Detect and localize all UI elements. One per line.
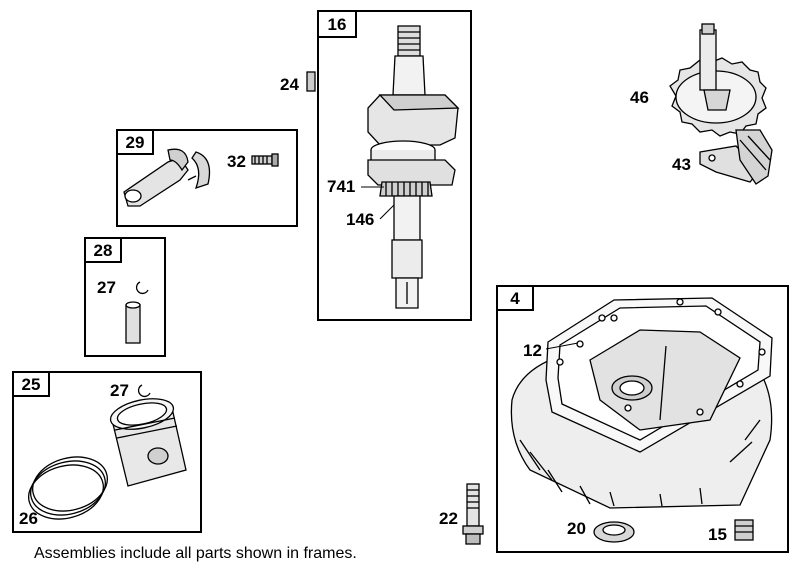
svg-text:20: 20 xyxy=(567,519,586,538)
rod-bolt-part xyxy=(251,153,279,167)
callout-15: 15 xyxy=(708,525,727,544)
callout-32: 32 xyxy=(227,152,246,171)
sump-bolt-part xyxy=(462,483,484,545)
svg-text:43: 43 xyxy=(672,155,691,174)
svg-text:22: 22 xyxy=(439,509,458,528)
callout-12: 12 xyxy=(523,341,579,360)
frame-16-number: 16 xyxy=(328,15,347,34)
svg-text:741: 741 xyxy=(327,177,355,196)
governor-part xyxy=(699,129,773,185)
callout-46: 46 xyxy=(630,88,649,107)
svg-text:46: 46 xyxy=(630,88,649,107)
frame-25: 25 xyxy=(12,371,202,533)
camshaft-part xyxy=(669,23,767,137)
svg-text:26: 26 xyxy=(19,509,38,528)
callout-43: 43 xyxy=(672,155,691,174)
svg-text:32: 32 xyxy=(227,152,246,171)
assemblies-note: Assemblies include all parts shown in fr… xyxy=(34,545,357,562)
callout-20: 20 xyxy=(567,519,586,538)
svg-text:146: 146 xyxy=(346,210,374,229)
frame-4: 4 xyxy=(496,285,789,553)
frame-29-number: 29 xyxy=(126,133,145,152)
oil-seal-part xyxy=(593,521,635,543)
svg-text:27: 27 xyxy=(97,278,116,297)
svg-text:12: 12 xyxy=(523,341,542,360)
callout-741: 741 xyxy=(327,177,384,196)
connecting-rod-part xyxy=(123,148,211,207)
svg-text:24: 24 xyxy=(280,75,299,94)
callout-22: 22 xyxy=(439,509,458,528)
callout-24: 24 xyxy=(280,75,299,94)
frame-28-number: 28 xyxy=(94,241,113,260)
frame-4-number: 4 xyxy=(510,289,520,308)
piston-part xyxy=(109,398,187,487)
svg-text:27: 27 xyxy=(110,381,129,400)
piston-pin-part xyxy=(125,301,141,344)
frame-28: 28 xyxy=(84,237,166,357)
crankshaft-part xyxy=(367,25,460,309)
crankcase-part xyxy=(510,297,773,509)
drain-plug-part xyxy=(734,519,754,541)
callout-146: 146 xyxy=(346,204,395,229)
key-part xyxy=(306,71,316,92)
svg-text:15: 15 xyxy=(708,525,727,544)
frame-16: 16 xyxy=(317,10,472,321)
callout-26: 26 xyxy=(19,509,38,528)
retaining-ring-2-part xyxy=(138,384,151,397)
callout-27-piston: 27 xyxy=(110,381,129,400)
retaining-ring-part xyxy=(136,281,149,294)
frame-25-number: 25 xyxy=(22,375,41,394)
piston-rings-part xyxy=(28,456,108,520)
frame-29: 29 xyxy=(116,129,298,227)
callout-27-pin: 27 xyxy=(97,278,116,297)
